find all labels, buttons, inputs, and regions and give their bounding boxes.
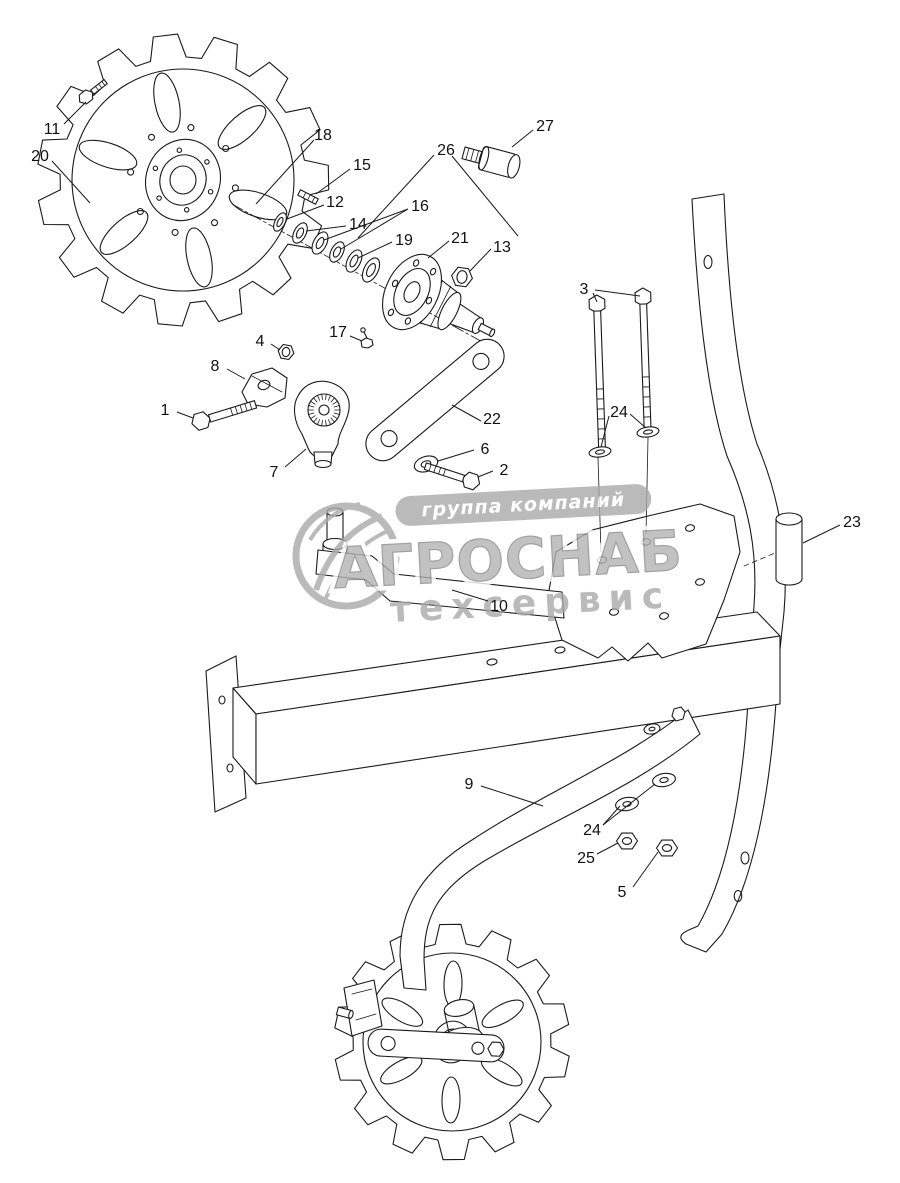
washer-24c <box>652 772 676 788</box>
part-label-12: 12 <box>326 194 344 211</box>
hub-21 <box>382 253 496 338</box>
coulter-disc-20 <box>37 33 330 327</box>
watermark-logo <box>292 502 400 610</box>
lower-hub-assembly <box>335 979 505 1063</box>
nut-4 <box>277 343 295 361</box>
bolt-1 <box>191 400 258 431</box>
ring-19 <box>345 249 363 273</box>
part-label-4: 4 <box>256 333 265 350</box>
part-label-1: 1 <box>161 402 170 419</box>
curved-tine <box>680 193 786 953</box>
roller-23 <box>743 512 803 586</box>
bolt-3a <box>588 294 607 450</box>
part-label-3: 3 <box>580 281 589 298</box>
part-label-2: 2 <box>500 462 509 479</box>
washer-24b <box>636 426 660 438</box>
part-label-20: 20 <box>31 148 49 165</box>
bolt-2 <box>423 462 481 491</box>
part-label-19: 19 <box>395 232 413 249</box>
link-arm-22 <box>365 338 505 462</box>
part-label-16: 16 <box>411 198 429 215</box>
part-label-8: 8 <box>211 358 220 375</box>
part-label-26: 26 <box>437 142 455 159</box>
nut-25 <box>615 832 639 850</box>
curved-arm-9 <box>399 706 701 991</box>
seal-14 <box>292 222 308 244</box>
part-label-25: 25 <box>577 850 595 867</box>
bracket-8 <box>241 367 288 408</box>
washer-24a <box>588 446 612 458</box>
part-label-10: 10 <box>490 598 508 615</box>
bearing-stack <box>273 212 381 283</box>
seal-ring <box>361 257 381 283</box>
part-label-13: 13 <box>493 239 511 256</box>
washer-24d <box>615 796 639 812</box>
part-label-6: 6 <box>481 441 490 458</box>
nut-13 <box>451 266 473 288</box>
plug-27 <box>461 146 521 179</box>
mounting-plate <box>547 503 741 662</box>
watermark: группа компаний АГРОСНАБ АГРОСНАБ техсер… <box>292 484 690 631</box>
bearing-16b <box>329 241 345 263</box>
part-label-17: 17 <box>329 324 347 341</box>
nut-5 <box>655 839 679 857</box>
part-label-23: 23 <box>843 514 861 531</box>
bearing-16a <box>311 231 329 255</box>
part-label-9: 9 <box>465 776 474 793</box>
part-label-15: 15 <box>353 157 371 174</box>
part-label-18: 18 <box>314 127 332 144</box>
part-label-14: 14 <box>349 216 367 233</box>
grease-fitting-17 <box>360 327 374 349</box>
watermark-ribbon <box>395 484 652 526</box>
part-label-27: 27 <box>536 118 554 135</box>
part-label-24: 24 <box>583 822 601 839</box>
pin-15 <box>297 189 319 205</box>
part-label-7: 7 <box>270 464 279 481</box>
washer-12 <box>273 212 287 232</box>
part-label-21: 21 <box>451 230 469 247</box>
part-label-24: 24 <box>610 404 628 421</box>
part-label-5: 5 <box>618 884 627 901</box>
knuckle-7 <box>293 380 350 469</box>
part-label-11: 11 <box>44 121 61 138</box>
bolt-3b <box>634 287 652 433</box>
bolt-11 <box>78 79 108 105</box>
part-label-22: 22 <box>483 411 501 428</box>
